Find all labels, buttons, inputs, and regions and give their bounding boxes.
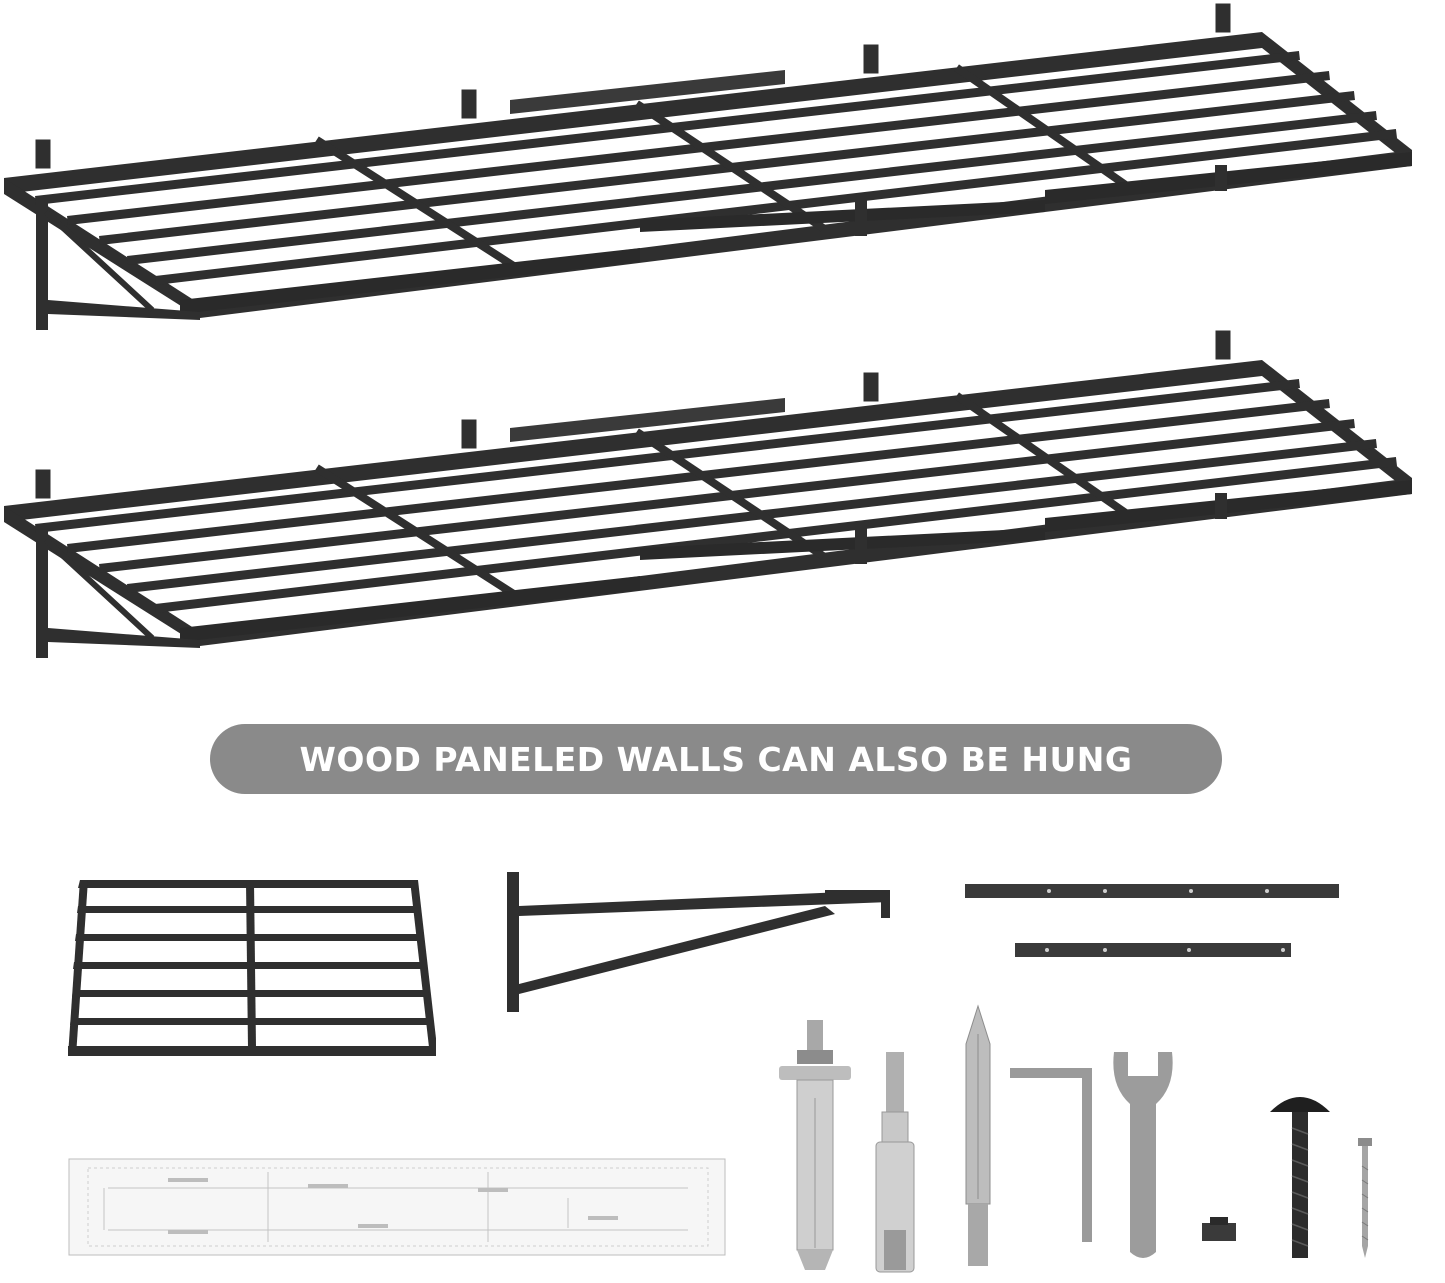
nut-icon	[1202, 1217, 1236, 1241]
wrench-icon	[1113, 1052, 1173, 1258]
banner-text: WOOD PANELED WALLS CAN ALSO BE HUNG	[299, 739, 1133, 779]
drill-bit-icon	[965, 1004, 991, 1266]
shelf-grid-panel	[68, 880, 436, 1056]
mushroom-bolt-icon	[1270, 1097, 1330, 1258]
assembled-shelf-top	[4, 3, 1412, 330]
wall-rail-long	[965, 884, 1339, 898]
hex-key-icon	[1010, 1068, 1092, 1242]
assembled-shelf-bottom	[4, 330, 1412, 658]
socket-adapter-icon	[875, 1052, 915, 1273]
wood-screw-icon	[1358, 1138, 1372, 1258]
expansion-anchor-bolt-icon	[779, 1020, 851, 1270]
drilling-template	[68, 1158, 726, 1256]
wall-rail-short	[1015, 943, 1291, 957]
info-banner: WOOD PANELED WALLS CAN ALSO BE HUNG	[210, 724, 1222, 794]
triangle-bracket	[507, 872, 890, 1012]
